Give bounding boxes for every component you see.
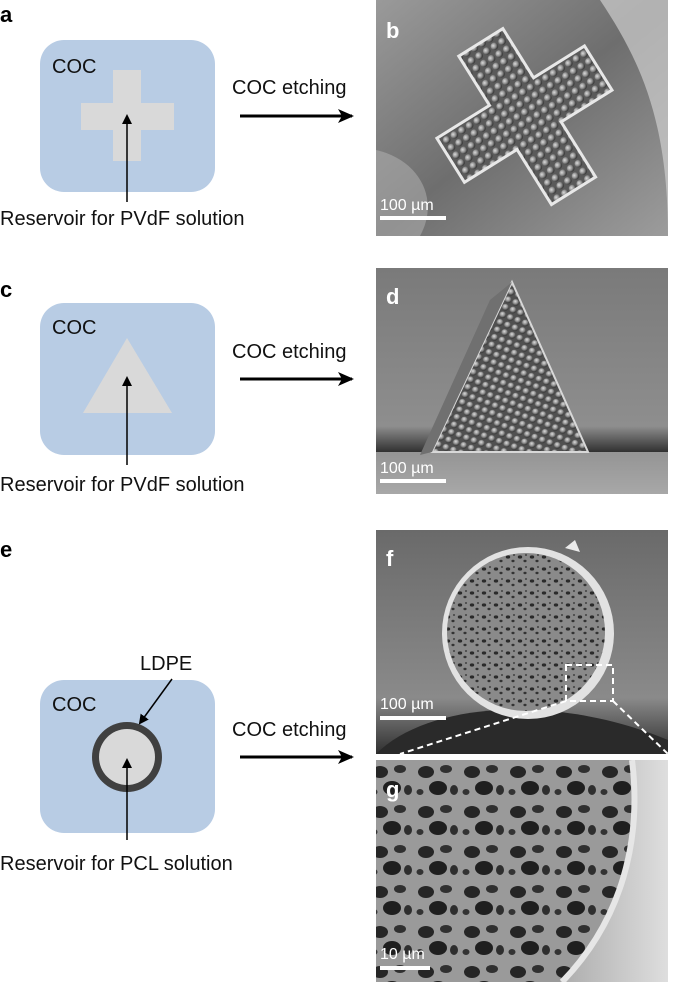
scale-bar-b — [380, 216, 446, 220]
process-label: COC etching — [232, 341, 347, 363]
scale-bar-d — [380, 479, 446, 483]
panel-label-b: b — [386, 18, 399, 43]
scale-text-d: 100 µm — [380, 460, 434, 477]
scale-bar-f — [380, 716, 446, 720]
triangle-reservoir — [83, 338, 172, 413]
ldpe-label: LDPE — [140, 653, 192, 675]
sem-image-d — [376, 268, 668, 494]
reservoir-label: Reservoir for PVdF solution — [0, 208, 245, 230]
panel-label-g: g — [386, 777, 399, 802]
scale-text-g: 10 µm — [380, 946, 425, 963]
reservoir-label: Reservoir for PCL solution — [0, 853, 233, 875]
panel-label-c: c — [0, 277, 12, 302]
ldpe-pointer-arrow — [138, 678, 173, 725]
coc-label: COC — [52, 694, 96, 716]
scale-text-f: 100 µm — [380, 696, 434, 713]
panel-label-d: d — [386, 284, 399, 309]
coc-label: COC — [52, 56, 96, 78]
scale-text-b: 100 µm — [380, 197, 434, 214]
sem-image-b — [376, 0, 668, 236]
panel-label-f: f — [386, 546, 394, 571]
panel-label-e: e — [0, 537, 12, 562]
process-label: COC etching — [232, 719, 347, 741]
sem-image-f — [376, 530, 668, 754]
coc-label: COC — [52, 317, 96, 339]
sem-image-g — [376, 760, 668, 982]
circle-reservoir — [99, 729, 155, 785]
process-label: COC etching — [232, 77, 347, 99]
scale-bar-g — [380, 966, 430, 970]
reservoir-label: Reservoir for PVdF solution — [0, 474, 245, 496]
panel-label-a: a — [0, 2, 13, 27]
